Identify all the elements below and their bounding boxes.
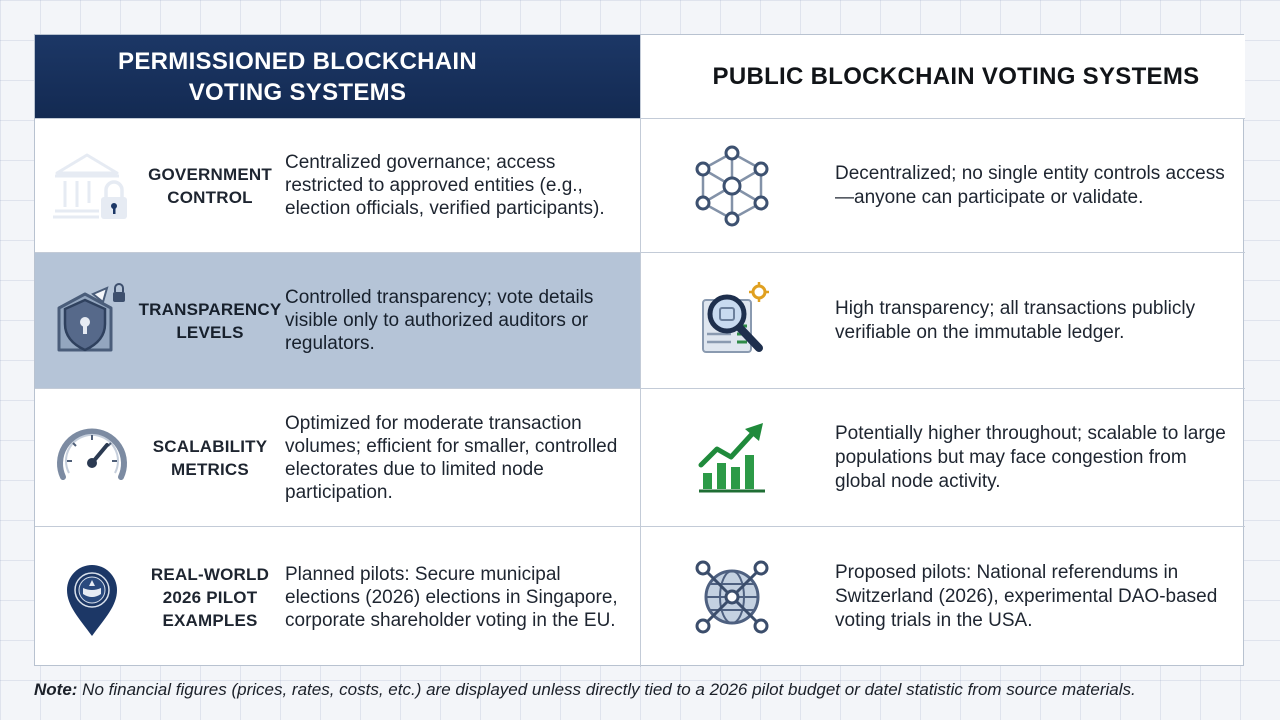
row-government-public: Decentralized; no single entity controls… <box>641 119 1245 253</box>
row-label: TRANSPARENCY LEVELS <box>138 299 282 342</box>
header-public-title: PUBLIC BLOCKCHAIN VOTING SYSTEMS <box>712 62 1200 90</box>
row-transparency-permissioned: TRANSPARENCY LEVELS Controlled transpare… <box>35 253 641 389</box>
permissioned-description: Centralized governance; access restricte… <box>285 152 605 219</box>
row-pilots-public: Proposed pilots: National referendums in… <box>641 527 1245 667</box>
magnifier-ledger-icon <box>689 278 775 364</box>
row-scalability-permissioned: SCALABILITY METRICS Optimized for modera… <box>35 389 641 527</box>
row-government-permissioned: GOVERNMENT CONTROL Centralized governanc… <box>35 119 641 253</box>
row-label: GOVERNMENT CONTROL <box>148 164 272 207</box>
location-seal-icon <box>49 554 135 640</box>
permissioned-description: Controlled transparency; vote details vi… <box>285 287 594 354</box>
growth-chart-icon <box>689 415 775 501</box>
footnote: Note: No financial figures (prices, rate… <box>34 680 1254 700</box>
speedometer-icon <box>49 415 135 501</box>
globe-network-icon <box>689 554 775 640</box>
government-building-lock-icon <box>49 143 135 229</box>
row-scalability-public: Potentially higher throughout; scalable … <box>641 389 1245 527</box>
footnote-prefix: Note: <box>34 680 78 699</box>
row-transparency-public: High transparency; all transactions publ… <box>641 253 1245 389</box>
row-pilots-permissioned: REAL-WORLD 2026 PILOT EXAMPLES Planned p… <box>35 527 641 667</box>
shield-lock-icon <box>49 278 135 364</box>
public-description: High transparency; all transactions publ… <box>835 297 1196 343</box>
permissioned-description: Optimized for moderate transaction volum… <box>285 412 618 503</box>
header-public: PUBLIC BLOCKCHAIN VOTING SYSTEMS <box>641 35 1245 119</box>
public-description: Decentralized; no single entity controls… <box>835 162 1225 208</box>
row-label: SCALABILITY METRICS <box>152 436 268 479</box>
public-description: Potentially higher throughout; scalable … <box>835 422 1226 492</box>
permissioned-description: Planned pilots: Secure municipal electio… <box>285 563 618 631</box>
row-label: REAL-WORLD 2026 PILOT EXAMPLES <box>150 564 270 630</box>
header-permissioned: PERMISSIONED BLOCKCHAIN VOTING SYSTEMS <box>35 35 641 119</box>
footnote-text: No financial figures (prices, rates, cos… <box>77 680 1136 699</box>
public-description: Proposed pilots: National referendums in… <box>835 562 1218 631</box>
network-nodes-icon <box>689 143 775 229</box>
comparison-table: PERMISSIONED BLOCKCHAIN VOTING SYSTEMS P… <box>34 34 1245 667</box>
header-permissioned-title: PERMISSIONED BLOCKCHAIN VOTING SYSTEMS <box>118 47 477 106</box>
